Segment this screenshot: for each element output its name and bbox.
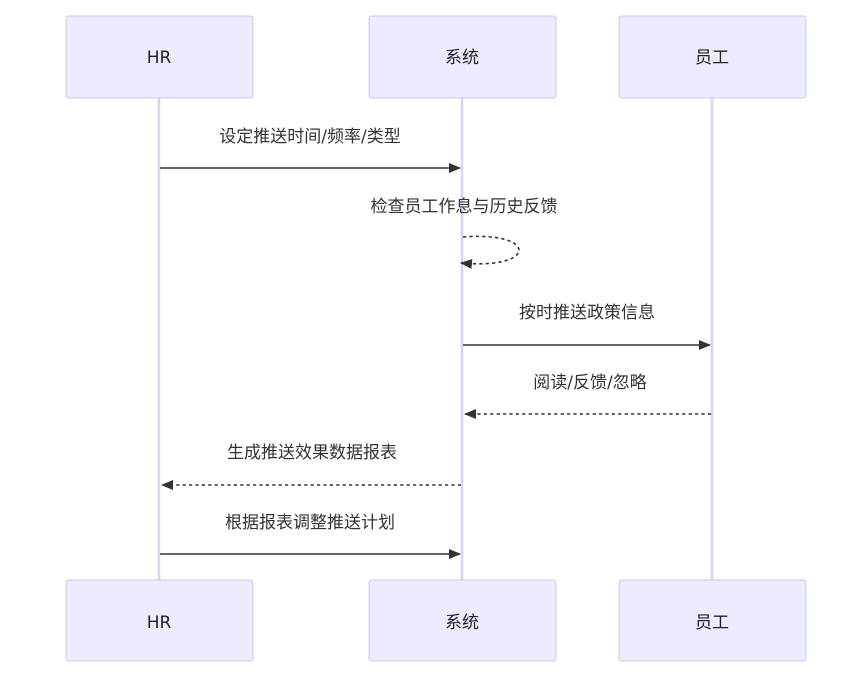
- message-6-label: 根据报表调整推送计划: [225, 513, 395, 533]
- message-4-label: 阅读/反馈/忽略: [533, 373, 646, 393]
- actor-hr-bottom: HR: [65, 579, 254, 662]
- message-1: 设定推送时间/频率/类型: [160, 127, 461, 173]
- message-5-label: 生成推送效果数据报表: [227, 443, 397, 463]
- actor-hr-top-label: HR: [147, 48, 172, 68]
- actor-hr-top: HR: [65, 15, 254, 99]
- actor-system-bottom-label: 系统: [445, 613, 479, 633]
- actor-system-top: 系统: [368, 15, 557, 99]
- actor-hr-bottom-label: HR: [147, 613, 172, 633]
- message-3: 按时推送政策信息: [463, 303, 711, 350]
- actor-employee-top-label: 员工: [695, 48, 729, 68]
- message-1-label: 设定推送时间/频率/类型: [219, 127, 400, 147]
- actor-system-bottom: 系统: [368, 579, 557, 662]
- message-6: 根据报表调整推送计划: [160, 513, 461, 559]
- message-3-label: 按时推送政策信息: [519, 303, 655, 323]
- message-2-self-loop-arrow: [460, 235, 520, 269]
- actor-employee-bottom-label: 员工: [695, 613, 729, 633]
- actor-employee-top: 员工: [618, 15, 807, 99]
- message-2-label: 检查员工作息与历史反馈: [371, 197, 558, 217]
- message-5: 生成推送效果数据报表: [161, 443, 461, 490]
- actor-employee-bottom: 员工: [618, 579, 807, 662]
- actor-system-top-label: 系统: [445, 48, 479, 68]
- message-2: 检查员工作息与历史反馈: [371, 197, 558, 269]
- message-4: 阅读/反馈/忽略: [464, 373, 711, 419]
